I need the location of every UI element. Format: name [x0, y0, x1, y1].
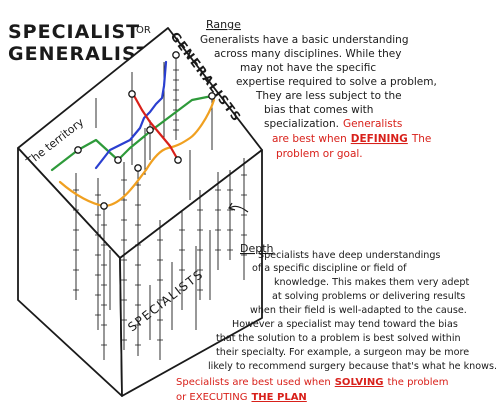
depth-red-1b: SOLVING	[335, 377, 384, 388]
depth-line-6: However a specialist may tend toward the…	[232, 319, 458, 330]
depth-line-8: their specialty. For example, a surgeon …	[216, 347, 469, 358]
range-red-1: Generalists	[343, 118, 402, 130]
depth-line-7: that the solution to a problem is best s…	[216, 333, 461, 344]
range-line-4: expertise required to solve a problem,	[236, 76, 437, 88]
blue-path	[94, 60, 168, 170]
range-red-2a: are best when	[272, 133, 347, 145]
red-path	[130, 90, 180, 162]
box-right-face	[119, 149, 263, 397]
range-red-2c: The	[411, 133, 432, 145]
range-line-6: bias that comes with	[264, 104, 373, 116]
depth-red-line-2: or EXECUTING THE PLAN	[176, 392, 307, 403]
depth-heading: Depth	[240, 242, 274, 255]
depth-line-9: likely to recommend surgery because that…	[208, 361, 497, 372]
range-line-1: Generalists have a basic understanding	[200, 34, 409, 46]
range-block: Range Generalists have a basic understan…	[200, 18, 437, 160]
depth-red-2b: THE PLAN	[251, 392, 306, 403]
depth-red-1a: Specialists are best used when	[176, 377, 331, 388]
range-red-line-3: problem or goal.	[276, 148, 363, 160]
range-line-7-ink: specialization.	[264, 118, 339, 130]
depth-red-1c: the problem	[387, 377, 448, 388]
depth-line-4: at solving problems or delivering result…	[272, 291, 465, 302]
depth-block: Depth Specialists have deep understandin…	[176, 242, 497, 403]
range-line-7: specialization. Generalists	[264, 118, 402, 130]
territory-box	[17, 27, 263, 397]
range-line-5: They are less subject to the	[255, 90, 402, 102]
range-line-2: across many disciplines. While they	[214, 48, 401, 60]
path-nodes	[74, 51, 216, 210]
title-line1: SPECIALIST	[8, 21, 140, 43]
depth-arrow	[228, 202, 249, 213]
depth-line-2: of a specific discipline or field of	[252, 263, 407, 274]
depth-ticks	[73, 69, 247, 346]
depth-line-3: knowledge. This makes them very adept	[274, 277, 469, 288]
depth-line-5: when their field is well-adapted to the …	[250, 305, 467, 316]
depth-red-2a: or EXECUTING	[176, 392, 247, 403]
title-or: OR	[136, 25, 151, 36]
green-path	[50, 94, 214, 172]
depth-line-1: Specialists have deep understandings	[258, 250, 440, 261]
range-red-2b: DEFINING	[351, 133, 408, 145]
range-line-3: may not have the specific	[240, 62, 376, 74]
range-heading: Range	[206, 18, 241, 31]
